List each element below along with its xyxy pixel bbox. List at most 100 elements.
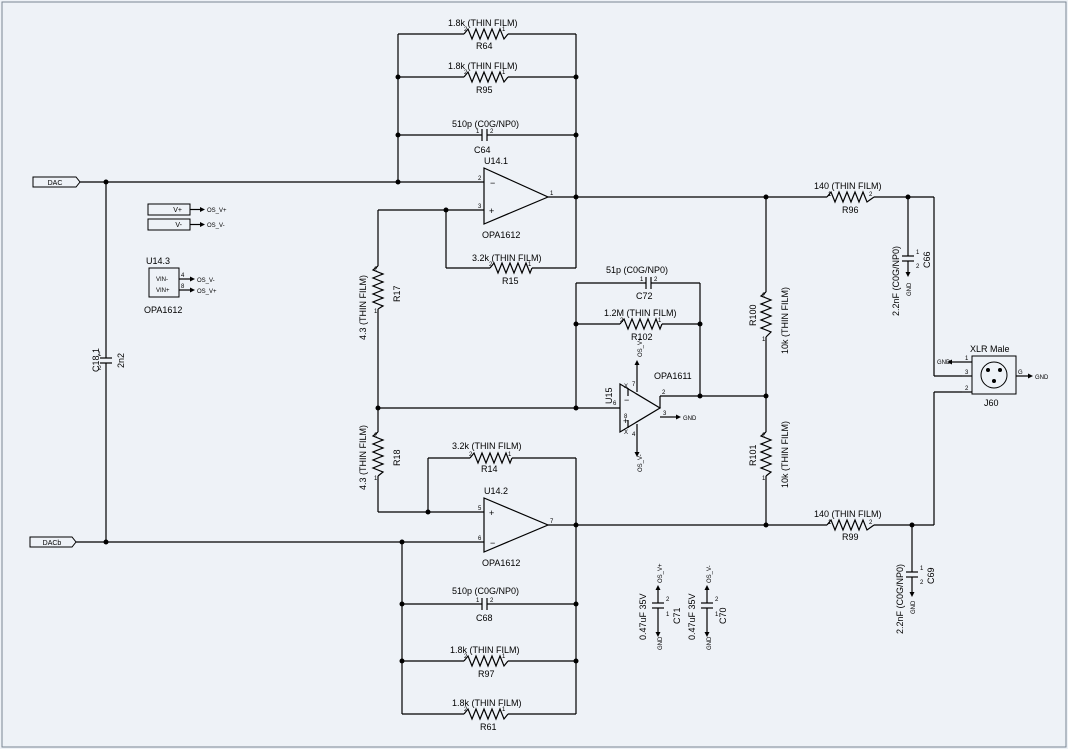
svg-text:2: 2: [464, 707, 468, 713]
svg-text:2: 2: [662, 390, 666, 396]
svg-text:1: 1: [374, 476, 378, 482]
svg-text:3.2k (THIN FILM): 3.2k (THIN FILM): [472, 253, 542, 263]
svg-text:R18: R18: [392, 449, 402, 466]
port-vplus-label: V+: [173, 207, 182, 214]
capacitor-c68: 510p (C0G/NP0) C68 1 2: [452, 586, 519, 623]
port-dacb: DACb: [29, 536, 77, 548]
svg-text:−: −: [490, 538, 495, 548]
svg-text:1: 1: [502, 707, 506, 713]
svg-text:J60: J60: [984, 398, 999, 408]
svg-text:OS_V-: OS_V-: [707, 565, 713, 583]
svg-text:2: 2: [666, 597, 670, 603]
svg-text:2: 2: [469, 452, 473, 458]
svg-text:1: 1: [98, 352, 102, 358]
svg-text:4: 4: [632, 432, 636, 438]
svg-text:GND: GND: [683, 416, 697, 422]
port-dac: DAC: [32, 176, 81, 188]
svg-text:1: 1: [550, 191, 554, 197]
svg-text:G: G: [1018, 370, 1023, 376]
svg-text:3.2k (THIN FILM): 3.2k (THIN FILM): [452, 441, 522, 451]
svg-text:2: 2: [715, 597, 719, 603]
svg-text:R17: R17: [392, 285, 402, 302]
svg-text:R95: R95: [476, 85, 493, 95]
svg-text:R15: R15: [502, 276, 519, 286]
svg-text:2: 2: [869, 520, 873, 526]
svg-text:R100: R100: [748, 304, 758, 326]
svg-text:2: 2: [654, 277, 658, 283]
resistor-r17: 4.3 (THIN FILM) R17 2 1: [358, 265, 402, 340]
svg-text:2: 2: [464, 70, 468, 76]
svg-text:C72: C72: [636, 291, 653, 301]
svg-text:7: 7: [632, 382, 636, 388]
svg-text:10k (THIN FILM): 10k (THIN FILM): [780, 287, 790, 354]
svg-text:2.2nF (C0G/NP0): 2.2nF (C0G/NP0): [895, 564, 905, 634]
svg-text:1: 1: [502, 654, 506, 660]
svg-text:XLR Male: XLR Male: [970, 344, 1010, 354]
capacitor-c64: 510p (C0G/NP0) C64 1 2: [452, 119, 519, 155]
u14-3-net-vp: OS_V+: [197, 289, 217, 295]
svg-text:1: 1: [502, 70, 506, 76]
u14-3-ref: U14.3: [146, 256, 170, 266]
svg-text:2: 2: [489, 262, 493, 268]
port-vplus: V+ OS_V+: [147, 203, 227, 216]
svg-text:510p (C0G/NP0): 510p (C0G/NP0): [452, 586, 519, 596]
resistor-r14: 3.2k (THIN FILM) R14 2 1: [452, 441, 522, 474]
svg-text:1: 1: [828, 520, 832, 526]
port-dacb-label: DACb: [43, 540, 62, 547]
u14-3-vin-plus: VIN+: [156, 288, 170, 294]
svg-text:6: 6: [478, 536, 482, 542]
svg-text:2: 2: [98, 366, 102, 372]
svg-text:3: 3: [965, 370, 969, 376]
svg-text:10k (THIN FILM): 10k (THIN FILM): [780, 421, 790, 488]
svg-text:GND: GND: [1035, 375, 1049, 381]
u14-1-ref: U14.1: [484, 156, 508, 166]
svg-text:+: +: [489, 508, 494, 518]
u14-3-part: OPA1612: [144, 305, 182, 315]
svg-text:C64: C64: [474, 145, 491, 155]
svg-text:OS_V+: OS_V+: [658, 563, 664, 583]
svg-text:1: 1: [476, 129, 480, 135]
svg-text:1: 1: [762, 337, 766, 343]
svg-text:1: 1: [658, 318, 662, 324]
connector-j60: XLR Male GND GND 1 3 2 G J60: [937, 344, 1049, 408]
port-dac-label: DAC: [48, 180, 63, 187]
resistor-r61: 1.8k (THIN FILM) R61 2 1: [452, 698, 522, 732]
svg-text:2: 2: [490, 129, 494, 135]
svg-text:C70: C70: [718, 607, 728, 624]
svg-text:X: X: [624, 384, 628, 390]
u15-part: OPA1611: [654, 371, 692, 381]
svg-text:2: 2: [762, 433, 766, 439]
svg-text:R101: R101: [748, 444, 758, 466]
svg-text:1: 1: [666, 612, 670, 618]
svg-text:1: 1: [762, 476, 766, 482]
svg-text:−: −: [490, 178, 495, 188]
svg-text:2n2: 2n2: [116, 353, 126, 368]
svg-text:GND: GND: [707, 636, 713, 650]
u14-1-part: OPA1612: [482, 230, 520, 240]
svg-text:5: 5: [478, 506, 482, 512]
svg-text:1.8k (THIN FILM): 1.8k (THIN FILM): [448, 61, 518, 71]
svg-text:1.8k (THIN FILM): 1.8k (THIN FILM): [448, 18, 518, 28]
resistor-r15: 3.2k (THIN FILM) R15 2 1: [472, 253, 542, 286]
svg-text:1: 1: [916, 250, 920, 256]
svg-text:GND: GND: [658, 636, 664, 650]
u14-3-vin-minus: VIN-: [156, 277, 168, 283]
svg-text:0.47uF 35V: 0.47uF 35V: [638, 593, 648, 640]
svg-text:2: 2: [478, 176, 482, 182]
svg-text:3: 3: [663, 411, 667, 417]
resistor-r102: 1.2M (THIN FILM) R102 2 1: [604, 308, 677, 342]
svg-text:C69: C69: [926, 567, 936, 584]
svg-text:2: 2: [464, 654, 468, 660]
svg-text:R14: R14: [481, 464, 498, 474]
capacitor-c72: 51p (C0G/NP0) C72 1 2: [606, 265, 668, 301]
resistor-r95: 1.8k (THIN FILM) R95 2 1: [448, 61, 518, 95]
svg-text:X: X: [624, 430, 628, 436]
svg-text:+: +: [489, 206, 494, 216]
svg-text:1: 1: [828, 192, 832, 198]
svg-text:GND: GND: [911, 600, 917, 614]
svg-text:4.3 (THIN FILM): 4.3 (THIN FILM): [358, 425, 368, 490]
svg-text:1: 1: [508, 452, 512, 458]
svg-text:1: 1: [965, 356, 969, 362]
svg-text:2: 2: [869, 192, 873, 198]
